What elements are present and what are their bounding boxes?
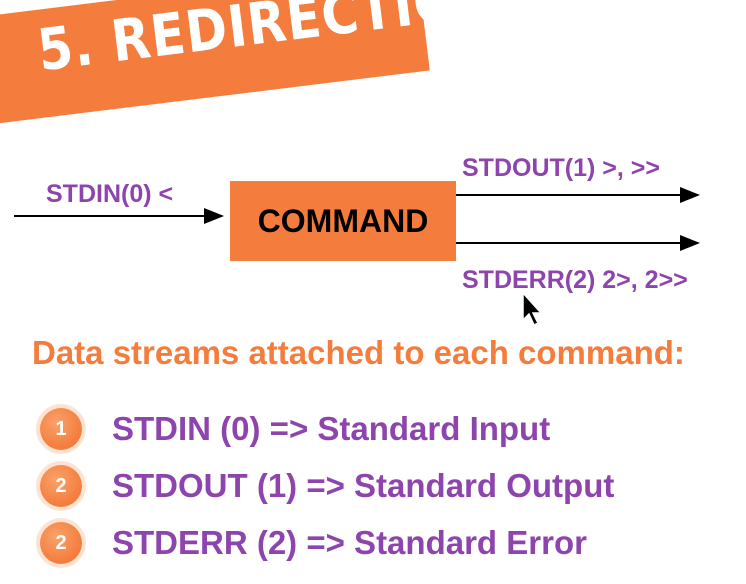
streams-heading: Data streams attached to each command:: [32, 334, 685, 371]
stdin-label: STDIN(0) <: [46, 180, 174, 208]
list-item-text: STDOUT (1) => Standard Output: [112, 467, 615, 504]
list-item-text: STDERR (2) => Standard Error: [112, 524, 587, 561]
command-label: COMMAND: [257, 202, 429, 239]
command-box: COMMAND: [230, 181, 456, 261]
number-badge: 2: [40, 522, 82, 564]
stderr-label: STDERR(2) 2>, 2>>: [462, 266, 688, 294]
list-item: 1 STDIN (0) => Standard Input: [40, 405, 550, 453]
list-item: 2 STDOUT (1) => Standard Output: [40, 462, 614, 510]
number-badge: 1: [40, 408, 82, 450]
list-item: 2 STDERR (2) => Standard Error: [40, 519, 587, 567]
stdout-label: STDOUT(1) >, >>: [462, 154, 660, 182]
list-item-text: STDIN (0) => Standard Input: [112, 410, 551, 447]
mouse-cursor-icon: [522, 292, 543, 327]
number-badge: 2: [40, 465, 82, 507]
